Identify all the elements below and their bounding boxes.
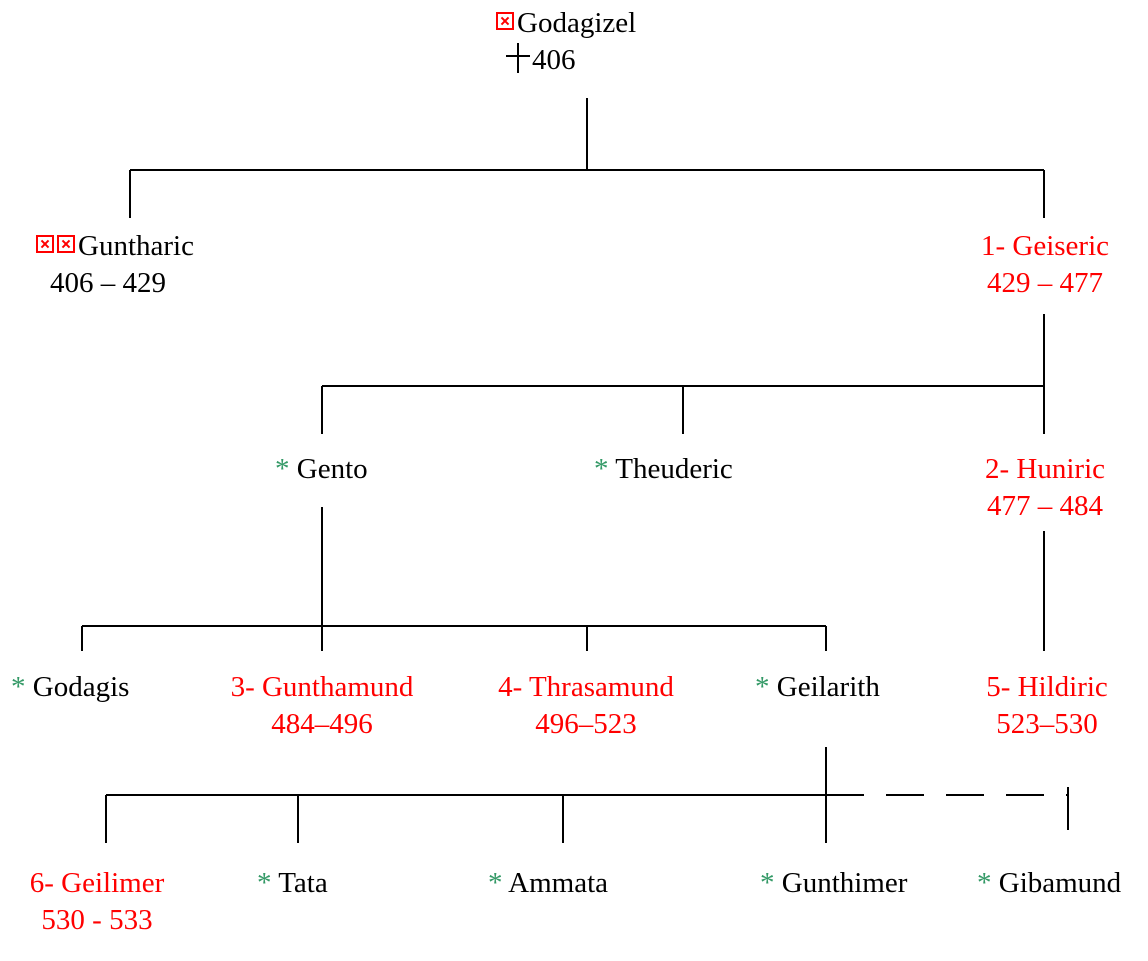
- x-box-icon: [36, 235, 54, 253]
- x-box-icon: [57, 235, 75, 253]
- node-hildiric: 5- Hildiric 523–530: [972, 669, 1122, 743]
- ammata-star: *: [488, 867, 503, 899]
- geilarith-name: Geilarith: [776, 671, 880, 703]
- dagger-icon: [506, 43, 530, 73]
- gibamund-name: Gibamund: [998, 867, 1122, 899]
- gunthamund-reign: 484–496: [271, 708, 373, 740]
- ammata-name: Ammata: [508, 867, 609, 899]
- gunthimer-star: *: [760, 867, 775, 899]
- node-tata: * Tata: [257, 865, 328, 902]
- godagizel-name: Godagizel: [517, 7, 637, 39]
- thrasamund-reign: 496–523: [535, 708, 637, 740]
- theuderic-name: Theuderic: [615, 453, 733, 485]
- guntharic-name: Guntharic: [78, 230, 194, 262]
- gibamund-star: *: [977, 867, 992, 899]
- node-huniric: 2- Huniric 477 – 484: [970, 451, 1120, 525]
- node-godagizel: Godagizel 406: [496, 5, 636, 79]
- godagis-name: Godagis: [32, 671, 130, 703]
- gunthimer-name: Gunthimer: [781, 867, 908, 899]
- geiseric-name: 1- Geiseric: [980, 230, 1110, 262]
- huniric-reign: 477 – 484: [987, 490, 1103, 522]
- geilarith-star: *: [755, 671, 770, 703]
- node-gibamund: * Gibamund: [977, 865, 1121, 902]
- geiseric-reign: 429 – 477: [987, 267, 1103, 299]
- guntharic-reign: 406 – 429: [50, 267, 166, 299]
- node-geiseric: 1- Geiseric 429 – 477: [970, 228, 1120, 302]
- huniric-name: 2- Huniric: [985, 453, 1105, 485]
- tata-name: Tata: [278, 867, 328, 899]
- hildiric-name: 5- Hildiric: [986, 671, 1108, 703]
- node-godagis: * Godagis: [11, 669, 129, 706]
- node-geilarith: * Geilarith: [755, 669, 880, 706]
- gento-name: Gento: [296, 453, 368, 485]
- hildiric-reign: 523–530: [996, 708, 1098, 740]
- gento-star: *: [275, 453, 290, 485]
- node-gento: * Gento: [275, 451, 368, 488]
- godagizel-death: 406: [532, 44, 576, 76]
- node-guntharic: Guntharic 406 – 429: [36, 228, 194, 302]
- tata-star: *: [257, 867, 272, 899]
- gunthamund-name: 3- Gunthamund: [230, 671, 414, 703]
- geilimer-reign: 530 - 533: [41, 904, 153, 936]
- node-ammata: * Ammata: [488, 865, 608, 902]
- node-gunthamund: 3- Gunthamund 484–496: [212, 669, 432, 743]
- geilimer-name: 6- Geilimer: [29, 867, 165, 899]
- node-geilimer: 6- Geilimer 530 - 533: [2, 865, 192, 939]
- x-box-icon: [496, 12, 514, 30]
- theuderic-star: *: [594, 453, 609, 485]
- node-thrasamund: 4- Thrasamund 496–523: [476, 669, 696, 743]
- thrasamund-name: 4- Thrasamund: [498, 671, 674, 703]
- node-theuderic: * Theuderic: [594, 451, 733, 488]
- godagis-star: *: [11, 671, 26, 703]
- node-gunthimer: * Gunthimer: [760, 865, 907, 902]
